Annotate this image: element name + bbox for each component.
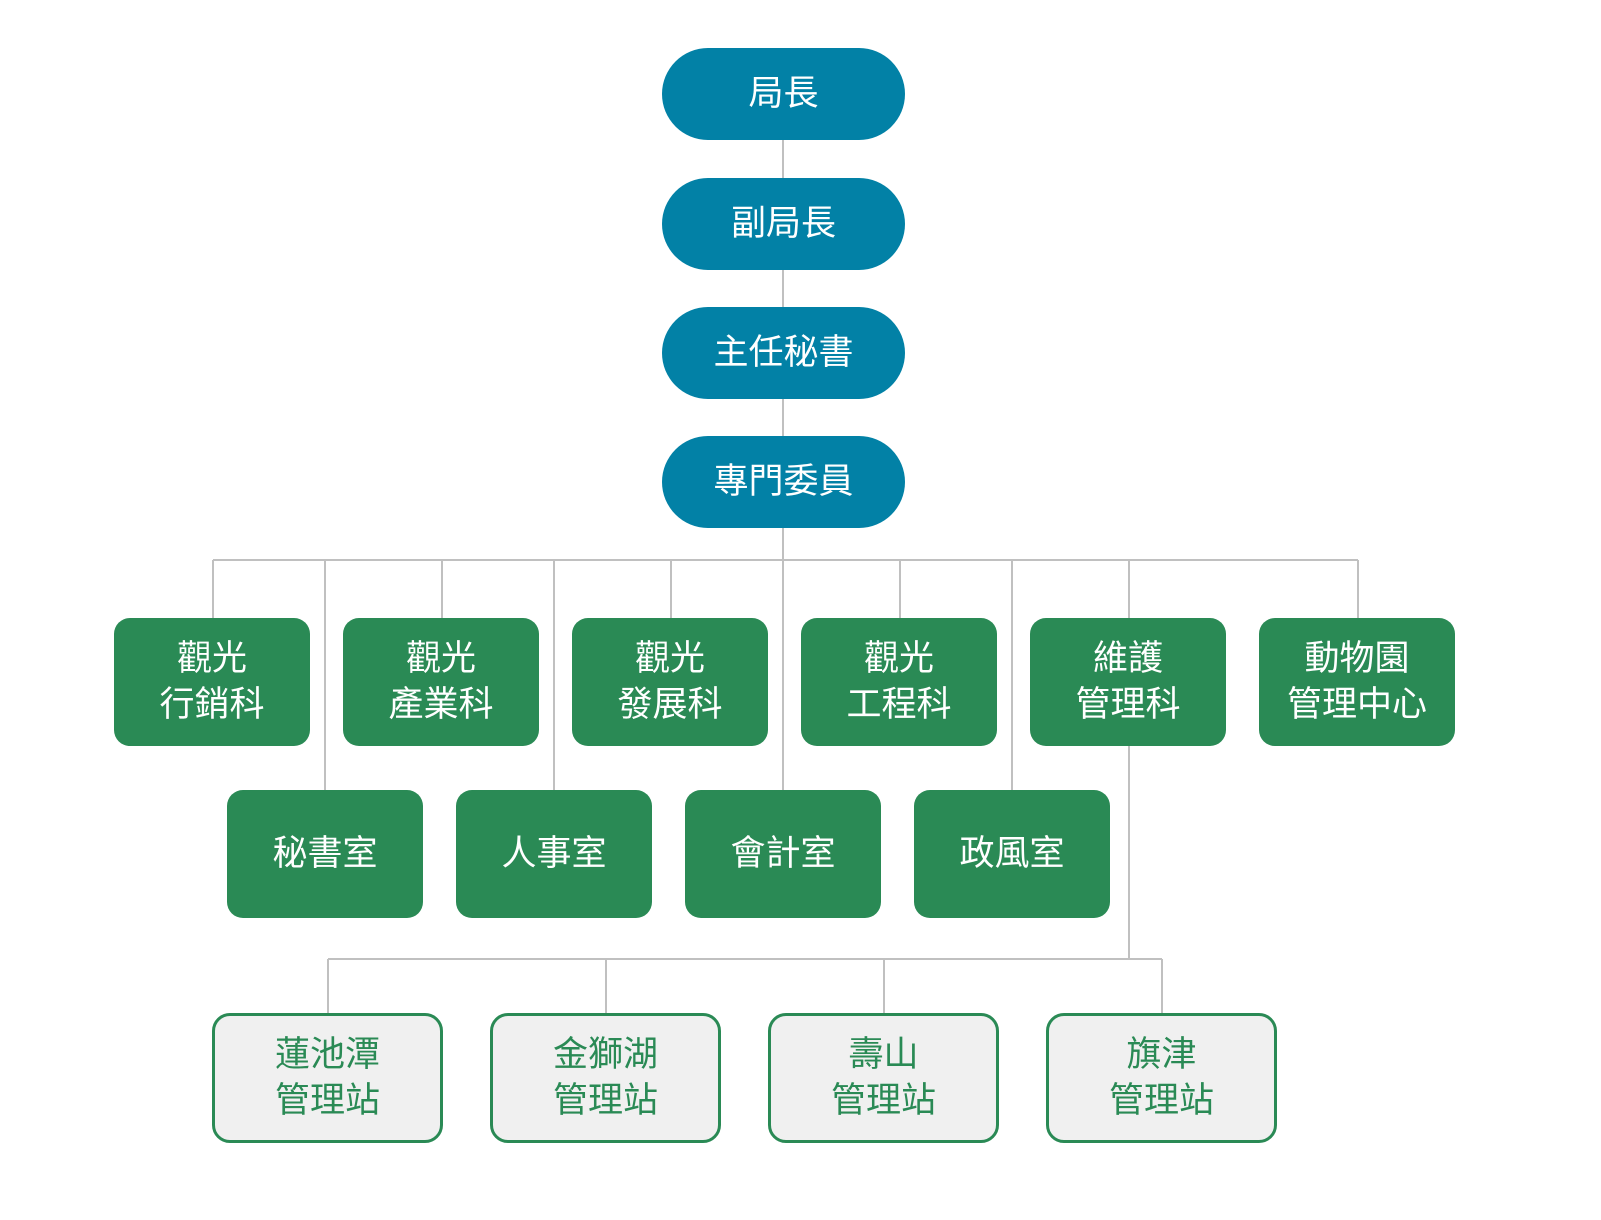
office-node: 人事室 <box>456 790 652 918</box>
node-label: 管理科 <box>1075 685 1181 725</box>
station-node: 壽山管理站 <box>768 1013 999 1143</box>
station-node: 金獅湖管理站 <box>490 1013 721 1143</box>
node-label: 管理站 <box>1108 1081 1214 1121</box>
station-node: 蓮池潭管理站 <box>212 1013 443 1143</box>
node-label: 工程科 <box>846 685 952 725</box>
deputy-director-node: 副局長 <box>662 178 905 270</box>
section-node: 動物園管理中心 <box>1259 618 1455 746</box>
section-node: 觀光行銷科 <box>114 618 310 746</box>
node-label: 旗津 <box>1126 1035 1197 1075</box>
node-label: 管理站 <box>274 1081 380 1121</box>
node-label: 管理中心 <box>1286 685 1427 725</box>
section-node: 觀光產業科 <box>343 618 539 746</box>
section-node: 觀光發展科 <box>572 618 768 746</box>
node-label: 專門委員 <box>713 462 854 502</box>
node-label: 壽山 <box>848 1035 919 1075</box>
station-node: 旗津管理站 <box>1046 1013 1277 1143</box>
node-label: 管理站 <box>552 1081 658 1121</box>
chief-secretary-node: 主任秘書 <box>662 307 905 399</box>
node-label: 觀光 <box>863 639 934 679</box>
node-label: 蓮池潭 <box>274 1035 380 1075</box>
node-label: 政風室 <box>959 834 1065 874</box>
node-label: 產業科 <box>388 685 494 725</box>
node-label: 秘書室 <box>272 834 378 874</box>
node-label: 動物園 <box>1304 639 1410 679</box>
node-label: 維護 <box>1092 639 1163 679</box>
node-label: 副局長 <box>730 204 836 244</box>
node-label: 局長 <box>748 74 819 114</box>
node-label: 觀光 <box>176 639 247 679</box>
director-node: 局長 <box>662 48 905 140</box>
node-label: 觀光 <box>634 639 705 679</box>
office-node: 秘書室 <box>227 790 423 918</box>
node-label: 發展科 <box>617 685 723 725</box>
section-node: 觀光工程科 <box>801 618 997 746</box>
node-label: 會計室 <box>730 834 836 874</box>
section-node: 維護管理科 <box>1030 618 1226 746</box>
office-node: 會計室 <box>685 790 881 918</box>
node-label: 主任秘書 <box>713 333 854 373</box>
node-label: 人事室 <box>501 834 607 874</box>
node-label: 管理站 <box>830 1081 936 1121</box>
senior-specialist-node: 專門委員 <box>662 436 905 528</box>
node-label: 金獅湖 <box>552 1035 658 1075</box>
node-label: 觀光 <box>405 639 476 679</box>
node-label: 行銷科 <box>159 685 265 725</box>
office-node: 政風室 <box>914 790 1110 918</box>
